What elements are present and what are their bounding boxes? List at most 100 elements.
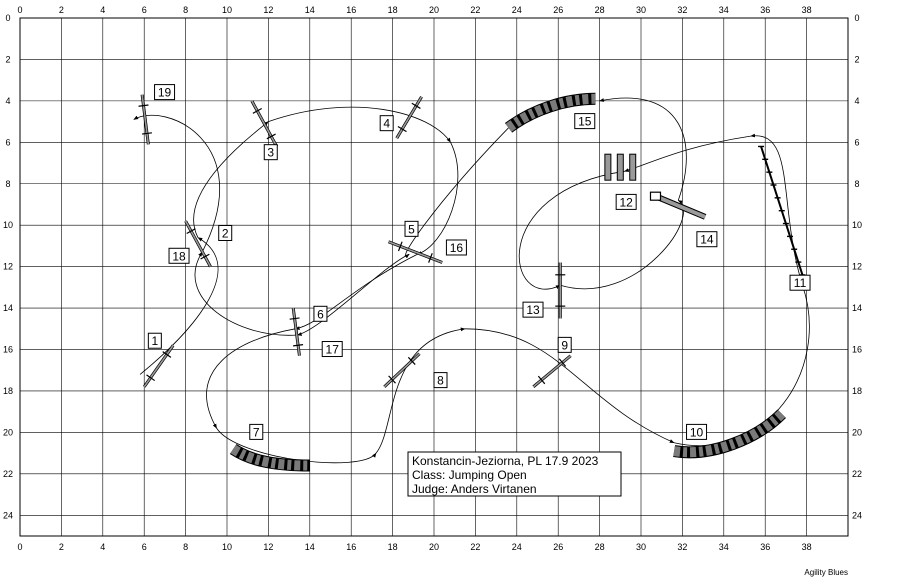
obstacle-number-13: 13: [522, 301, 544, 318]
path-segment: [139, 237, 219, 375]
x-tick-label-top: 22: [470, 5, 480, 15]
number-text: 7: [253, 425, 260, 439]
path-segment: [465, 328, 675, 444]
info-judge: Judge: Anders Virtanen: [412, 482, 537, 496]
x-tick-label-top: 26: [553, 5, 563, 15]
x-tick-label-bottom: 20: [429, 542, 439, 552]
number-text: 16: [450, 241, 464, 255]
jump-bar: [141, 94, 150, 145]
x-tick-label-bottom: 14: [305, 542, 315, 552]
number-text: 10: [690, 425, 704, 439]
y-tick-label-right: 20: [852, 427, 862, 437]
path-segment: [750, 133, 803, 286]
wing-tick: [428, 253, 433, 263]
obstacle-number-17: 17: [321, 341, 343, 358]
wing-tick: [200, 253, 210, 260]
number-text: 8: [437, 374, 444, 388]
y-tick-label-right: 2: [854, 54, 859, 64]
number-text: 15: [578, 115, 592, 129]
x-tick-label-top: 30: [636, 5, 646, 15]
x-tick-label-top: 12: [263, 5, 273, 15]
y-tick-label-left: 8: [5, 179, 10, 189]
obstacle-7-tunnel: [229, 443, 310, 472]
number-text: 9: [561, 338, 568, 352]
obstacle-5-jump: [387, 240, 443, 264]
x-tick-label-bottom: 16: [346, 542, 356, 552]
x-tick-label-bottom: 10: [222, 542, 232, 552]
number-box: [249, 423, 264, 440]
y-tick-label-left: 10: [3, 220, 13, 230]
path-segment: [206, 328, 296, 429]
wing-tick: [146, 374, 156, 382]
x-tick-label-bottom: 2: [59, 542, 64, 552]
table-body: [654, 194, 706, 219]
number-box: [522, 301, 544, 318]
y-tick-label-right: 10: [852, 220, 862, 230]
jump-bar: [292, 307, 301, 356]
obstacle-3-jump: [250, 100, 278, 148]
obstacle-number-5: 5: [404, 220, 419, 237]
obstacle-number-16: 16: [445, 239, 467, 256]
x-tick-label-bottom: 30: [636, 542, 646, 552]
path-segment: [294, 253, 418, 330]
number-box: [154, 84, 176, 101]
table-end: [649, 191, 662, 201]
number-box: [445, 239, 467, 256]
obstacle-1-jump: [142, 344, 175, 388]
y-tick-label-left: 20: [3, 427, 13, 437]
wing-tick: [252, 107, 262, 114]
obstacle-2-jump: [184, 220, 212, 268]
jump-bar: [532, 355, 572, 388]
obstacle-number-15: 15: [574, 113, 596, 130]
y-tick-label-right: 18: [852, 386, 862, 396]
number-box: [218, 224, 233, 241]
jump-bar: [251, 100, 278, 147]
jump-bar: [396, 96, 423, 139]
number-text: 5: [408, 222, 415, 236]
number-text: 11: [794, 276, 807, 290]
number-text: 18: [172, 249, 186, 263]
x-tick-label-bottom: 0: [17, 542, 22, 552]
number-box: [263, 144, 278, 161]
x-tick-label-top: 4: [100, 5, 105, 15]
y-tick-label-left: 4: [5, 96, 10, 106]
obstacle-10-tunnel: [673, 409, 787, 459]
y-tick-label-left: 0: [5, 13, 10, 23]
x-tick-label-bottom: 38: [802, 542, 812, 552]
x-tick-label-top: 36: [760, 5, 770, 15]
path-segment: [416, 142, 459, 255]
x-tick-label-bottom: 12: [263, 542, 273, 552]
x-tick-label-top: 20: [429, 5, 439, 15]
obstacle-13-jump: [555, 262, 566, 319]
x-tick-label-bottom: 6: [142, 542, 147, 552]
obstacle-15-tunnel: [504, 92, 596, 133]
x-tick-label-top: 32: [677, 5, 687, 15]
x-tick-label-top: 18: [388, 5, 398, 15]
number-box: [557, 336, 572, 353]
credit-text: Agility Blues: [804, 568, 848, 577]
path-segment: [375, 327, 466, 454]
obstacle-number-18: 18: [168, 247, 190, 264]
y-tick-label-left: 12: [3, 262, 13, 272]
obstacle-6-jump: [289, 307, 304, 356]
course-info-box: Konstancin-Jeziorna, PL 17.9 2023 Class:…: [407, 451, 622, 497]
path-segment: [599, 97, 687, 201]
y-tick-label-left: 2: [5, 54, 10, 64]
obstacle-number-3: 3: [263, 144, 278, 161]
x-tick-label-bottom: 22: [470, 542, 480, 552]
handler-path: [133, 97, 810, 464]
path-segment: [404, 127, 509, 259]
wing-tick: [138, 104, 149, 107]
x-tick-label-top: 34: [719, 5, 729, 15]
x-tick-label-bottom: 8: [183, 542, 188, 552]
number-box: [147, 332, 162, 349]
x-tick-label-top: 38: [802, 5, 812, 15]
obstacle-14-table: [649, 191, 707, 220]
x-tick-label-top: 8: [183, 5, 188, 15]
wing-tick: [558, 358, 567, 367]
number-text: 6: [317, 307, 324, 321]
y-tick-label-left: 22: [3, 469, 13, 479]
wing-tick: [411, 102, 421, 109]
number-text: 2: [222, 226, 229, 240]
wing-tick: [141, 132, 153, 135]
